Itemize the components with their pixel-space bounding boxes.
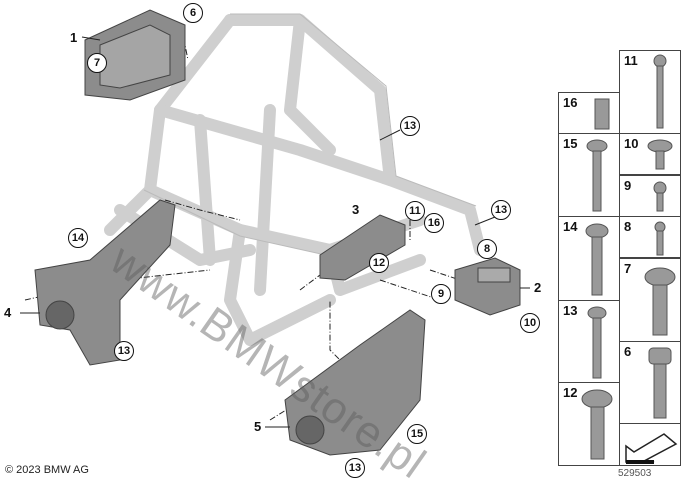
- part-cell-12: 12: [558, 382, 620, 466]
- arrow-icon: [625, 433, 678, 464]
- callout-13: 13: [491, 200, 511, 220]
- callout-1: 1: [70, 30, 78, 45]
- callout-4: 4: [4, 305, 12, 320]
- callout-9: 9: [431, 284, 451, 304]
- part-cell-13: 13: [558, 300, 620, 383]
- callout-12: 12: [369, 253, 389, 273]
- hex-bolt-icon: [648, 347, 672, 419]
- callout-11: 11: [405, 201, 425, 221]
- callout-16: 16: [424, 213, 444, 233]
- mount-2: [454, 257, 521, 316]
- subframe-diagram: [20, 9, 530, 456]
- callout-15: 15: [407, 424, 427, 444]
- callout-2: 2: [534, 280, 542, 295]
- callout-6: 6: [183, 3, 203, 23]
- threaded-sleeve-icon: [594, 98, 610, 130]
- short-bolt-icon: [654, 221, 666, 256]
- long-bolt-icon: [653, 54, 667, 129]
- stepped-bolt-icon: [585, 223, 609, 296]
- part-cell-15: 15: [558, 133, 620, 217]
- part-cell-10: 10: [619, 133, 681, 175]
- part-cell-9: 9: [619, 175, 681, 217]
- mount-3: [319, 214, 406, 281]
- flange-bolt-icon: [644, 267, 676, 336]
- flange-bolt-icon: [581, 389, 613, 460]
- copyright: © 2023 BMW AG: [5, 464, 89, 476]
- part-cell-16: 16: [558, 92, 620, 134]
- short-bolt-icon: [653, 181, 667, 212]
- part-cell-11: 11: [619, 50, 681, 134]
- engine-mount-1: [84, 9, 186, 101]
- part-cell-6: 6: [619, 341, 681, 424]
- callout-13: 13: [345, 458, 365, 478]
- callout-13: 13: [114, 341, 134, 361]
- part-cell-14: 14: [558, 216, 620, 301]
- short-flange-bolt-icon: [647, 139, 673, 170]
- long-bolt-icon: [587, 306, 607, 379]
- callout-8: 8: [477, 239, 497, 259]
- diagram-code: 529503: [618, 468, 652, 479]
- callout-5: 5: [254, 419, 262, 434]
- bracket-5: [284, 309, 426, 456]
- part-cell-7: 7: [619, 258, 681, 342]
- long-bolt-icon: [586, 139, 608, 212]
- callout-10: 10: [520, 313, 540, 333]
- callout-3: 3: [352, 202, 360, 217]
- subframe: [104, 14, 486, 346]
- callout-7: 7: [87, 53, 107, 73]
- callout-14: 14: [68, 228, 88, 248]
- callout-13: 13: [400, 116, 420, 136]
- bracket-4: [34, 199, 176, 366]
- frame-outline: [143, 13, 477, 257]
- view-direction-cell: [619, 423, 681, 466]
- part-cell-8: 8: [619, 216, 681, 258]
